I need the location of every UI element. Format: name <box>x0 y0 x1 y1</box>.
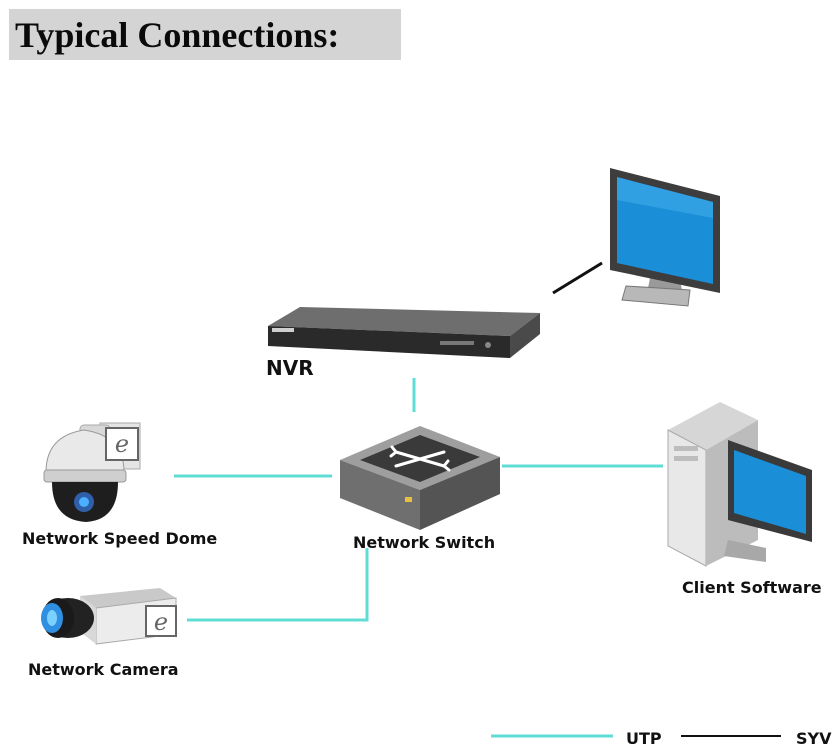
speed-dome-label: Network Speed Dome <box>22 529 218 548</box>
utp-connections <box>174 378 663 622</box>
nvr-device-icon <box>268 307 540 358</box>
network-camera-icon: e <box>41 588 177 645</box>
client-software-label: Client Software <box>682 578 822 597</box>
client-pc-icon <box>667 402 812 567</box>
syv-line-nvr-monitor <box>552 261 603 295</box>
svg-text:e: e <box>115 430 129 458</box>
monitor-icon <box>610 168 720 307</box>
network-switch-icon <box>340 426 500 530</box>
legend-utp-label: UTP <box>626 729 662 748</box>
network-camera-label: Network Camera <box>28 660 179 679</box>
page-title: Typical Connections: <box>15 15 340 55</box>
utp-line-camera-switch <box>187 548 369 622</box>
speed-dome-icon: e <box>43 422 141 522</box>
title-bar: Typical Connections: <box>9 9 401 60</box>
svg-text:e: e <box>154 608 168 636</box>
legend-syv-label: SYV <box>796 729 832 748</box>
network-switch-label: Network Switch <box>353 533 496 552</box>
nvr-label: NVR <box>266 356 314 380</box>
